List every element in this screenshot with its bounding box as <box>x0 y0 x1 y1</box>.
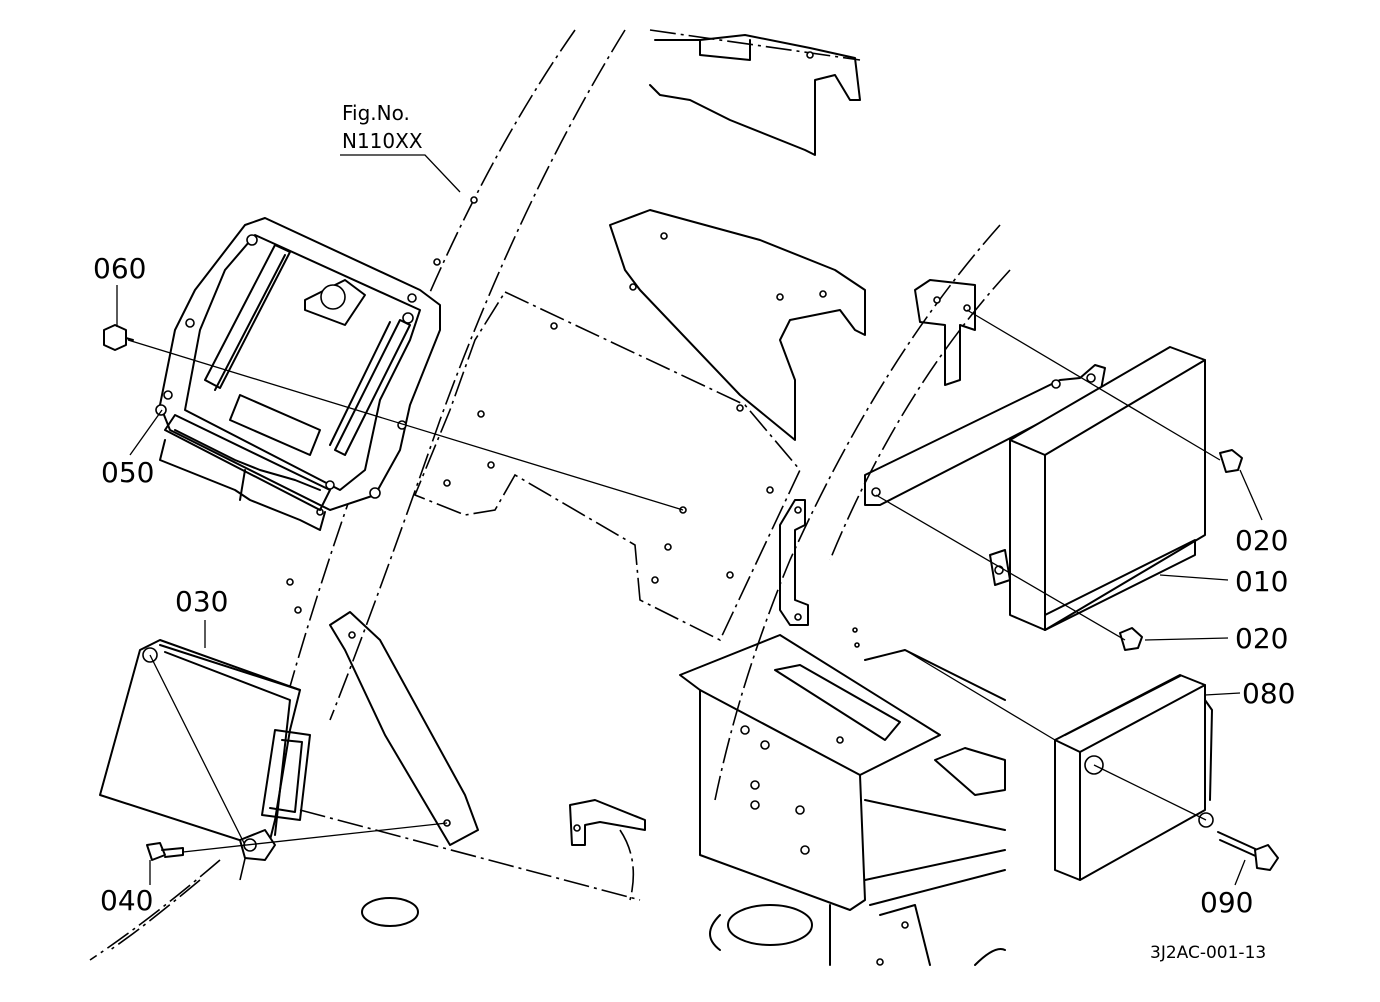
control-unit-080 <box>1054 674 1214 881</box>
callout-080[interactable]: 080 <box>1242 677 1295 710</box>
slanted-bar <box>329 611 479 846</box>
callout-040[interactable]: 040 <box>100 884 153 917</box>
bolt-020-upper <box>1219 449 1243 473</box>
drawing-code: 3J2AC-001-13 <box>1150 943 1266 963</box>
assembly-lines <box>127 309 1221 853</box>
callout-010[interactable]: 010 <box>1235 565 1288 598</box>
lower-support-bracket <box>679 627 1006 966</box>
mounting-panel <box>413 290 801 642</box>
callout-050[interactable]: 050 <box>101 456 154 489</box>
mid-bracket <box>609 209 866 441</box>
floor-cutouts <box>361 897 813 951</box>
bolt-040 <box>146 842 184 861</box>
figure-number-label: Fig.No. <box>342 101 410 125</box>
control-unit-010 <box>1009 346 1206 631</box>
hanger-straps <box>779 279 976 626</box>
bolt-020-lower <box>1119 627 1143 651</box>
bolt-090 <box>1217 831 1279 871</box>
controller-050 <box>155 217 441 531</box>
bolt-060 <box>103 324 134 351</box>
callout-020-upper[interactable]: 020 <box>1235 524 1288 557</box>
small-l-bracket <box>569 799 646 846</box>
figure-number-value: N110XX <box>342 129 423 153</box>
callout-020-lower[interactable]: 020 <box>1235 622 1288 655</box>
callout-060[interactable]: 060 <box>93 252 146 285</box>
callout-030[interactable]: 030 <box>175 585 228 618</box>
callout-090[interactable]: 090 <box>1200 886 1253 919</box>
controller-030 <box>99 639 311 861</box>
upper-bracket <box>649 34 861 156</box>
callout-leaders <box>116 154 1263 886</box>
